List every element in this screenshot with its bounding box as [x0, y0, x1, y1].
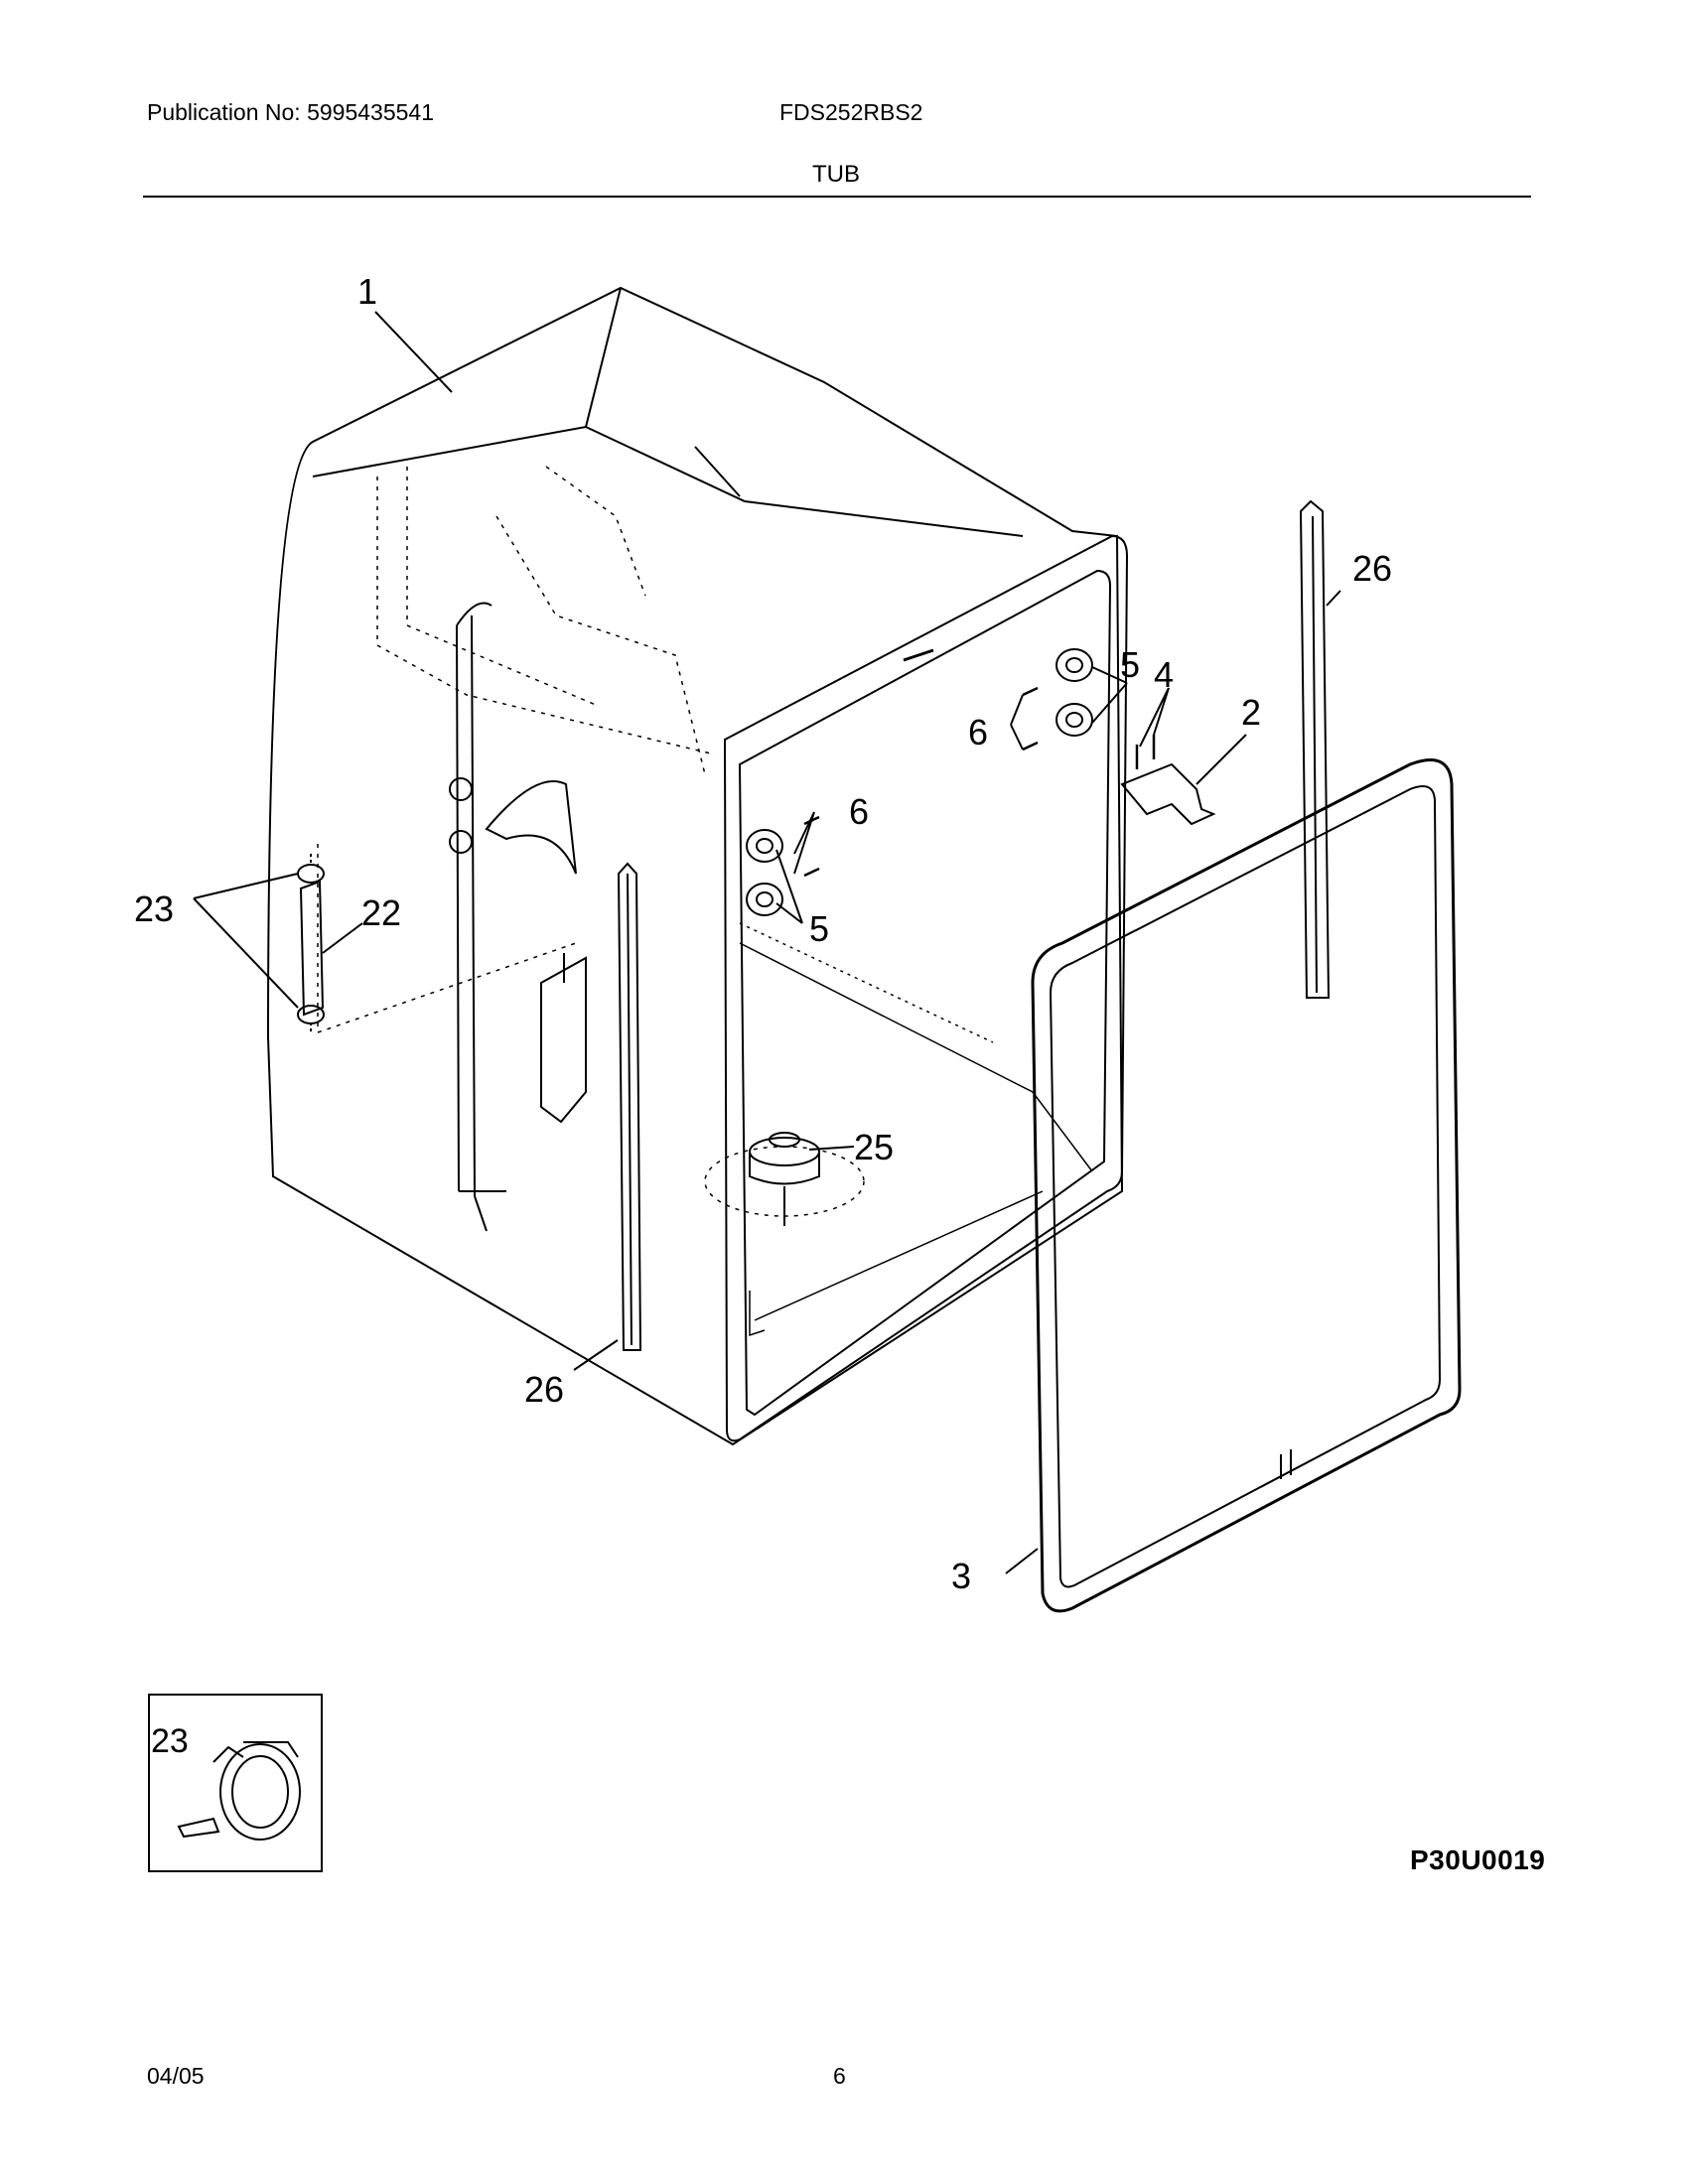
bracket-2: [1120, 762, 1216, 826]
door-seal-26-left: [617, 862, 642, 1351]
callout-3: 3: [951, 1556, 971, 1596]
tub-front-frame: [723, 534, 1129, 1442]
callout-5-left: 5: [809, 908, 829, 949]
callout-5-right: 5: [1120, 644, 1140, 685]
page-number: 6: [833, 2063, 846, 2089]
callout-25: 25: [854, 1127, 894, 1167]
tub-top-inner: [312, 425, 1024, 537]
model-number: FDS252RBS2: [779, 99, 923, 125]
callout-6-right: 6: [968, 712, 988, 752]
inset-label-23: 23: [151, 1722, 189, 1760]
callout-2: 2: [1241, 692, 1261, 733]
callout-6-left: 6: [849, 791, 869, 832]
publication-number: Publication No: 5995435541: [147, 99, 435, 125]
callout-4: 4: [1154, 654, 1174, 695]
callout-1: 1: [357, 271, 377, 312]
gasket-3: [1031, 758, 1462, 1613]
section-title: TUB: [812, 161, 860, 188]
header-rule: [143, 196, 1531, 198]
hose-22: [299, 880, 325, 1017]
callout-23: 23: [134, 888, 174, 929]
callout-22: 22: [361, 892, 401, 933]
drawing-code: P30U0019: [1410, 1844, 1546, 1875]
callout-26-left: 26: [524, 1369, 564, 1410]
footer-date: 04/05: [147, 2063, 205, 2089]
tub-body: [266, 286, 1124, 1446]
clamp-inset: 23: [148, 1694, 323, 1872]
door-seal-26-right: [1299, 499, 1331, 999]
callout-26-right: 26: [1352, 548, 1392, 589]
